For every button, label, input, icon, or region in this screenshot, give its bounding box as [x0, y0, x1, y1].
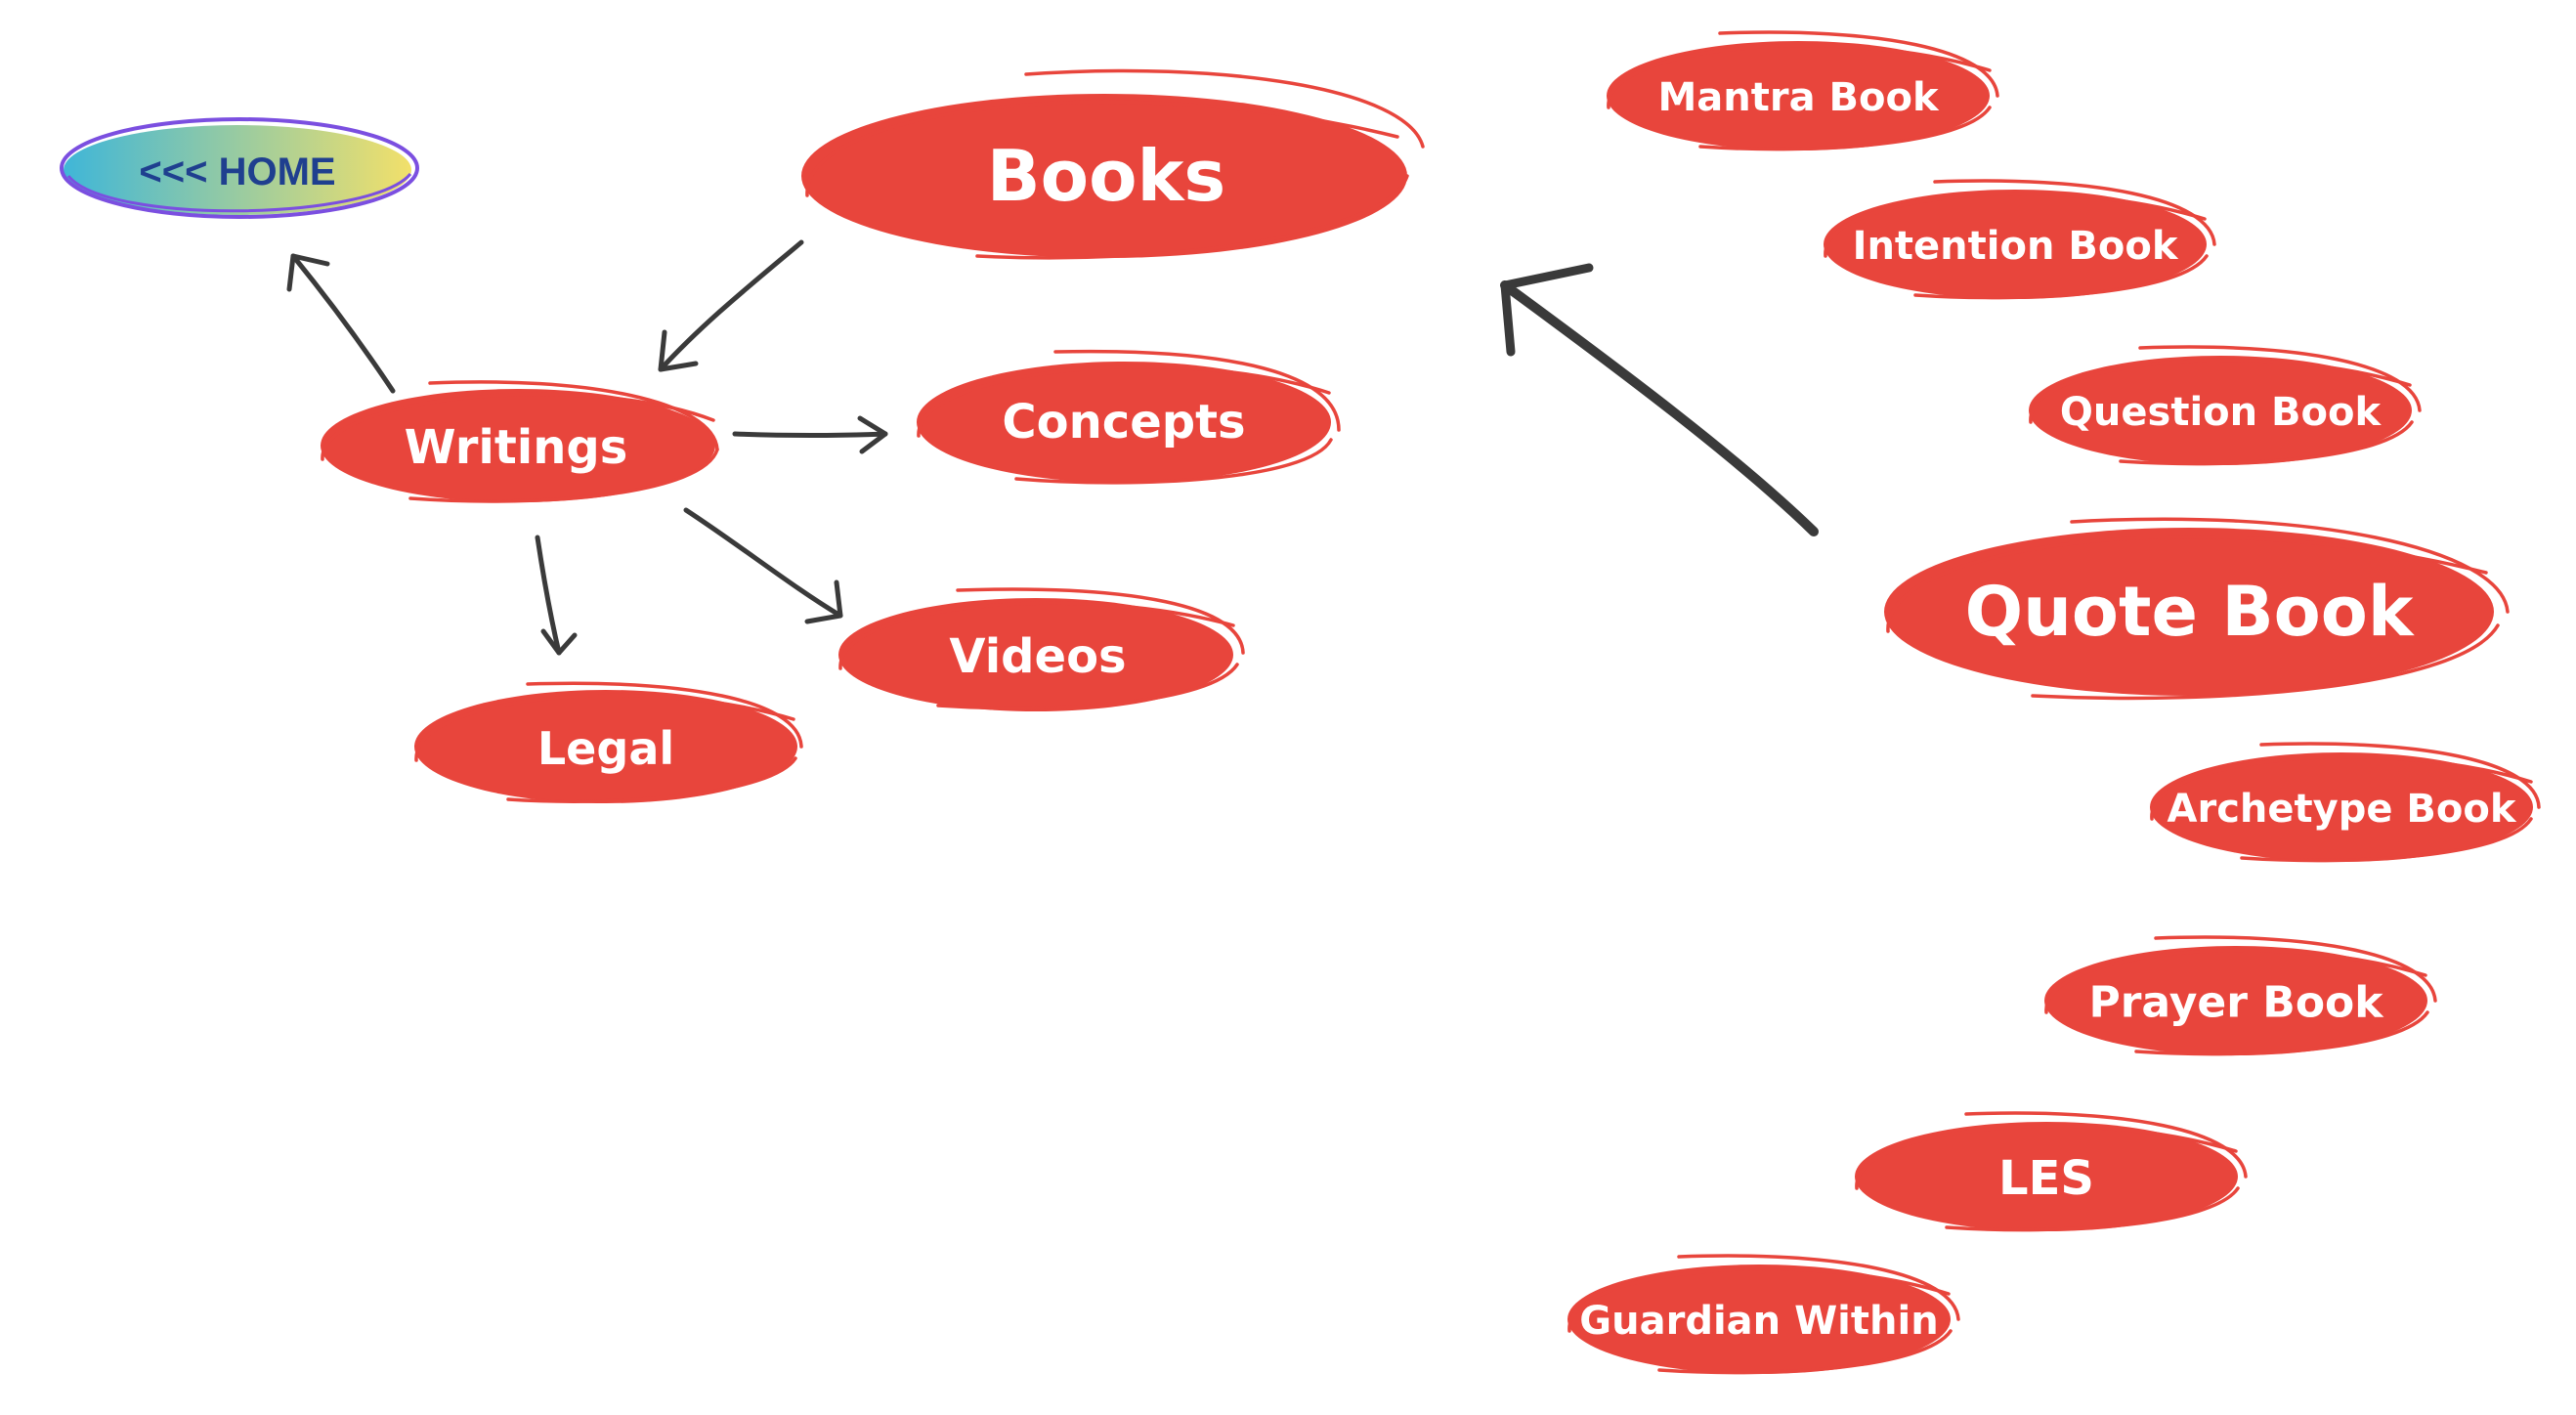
arrow-writings-to-videos — [683, 507, 843, 624]
node-writings[interactable]: Writings — [321, 380, 719, 503]
arrow-writings-to-legal — [535, 535, 578, 656]
node-guardian-within[interactable]: Guardian Within — [1567, 1254, 1960, 1375]
node-intention-book-label: Intention Book — [1853, 224, 2179, 269]
node-quote-book[interactable]: Quote Book — [1884, 517, 2510, 701]
node-prayer-book-label: Prayer Book — [2088, 978, 2384, 1028]
node-quote-book-label: Quote Book — [1965, 572, 2415, 652]
node-legal[interactable]: Legal — [414, 681, 803, 803]
node-mantra-book[interactable]: Mantra Book — [1607, 30, 1999, 151]
node-les-label: LES — [1998, 1151, 2094, 1206]
node-videos[interactable]: Videos — [838, 587, 1245, 711]
arrow-writings-to-concepts — [732, 415, 888, 454]
node-prayer-book[interactable]: Prayer Book — [2044, 935, 2437, 1056]
node-les[interactable]: LES — [1855, 1111, 2248, 1232]
node-archetype-book-label: Archetype Book — [2168, 787, 2517, 832]
home-label: <<< HOME — [139, 150, 335, 193]
node-videos-label: Videos — [949, 629, 1126, 684]
node-question-book[interactable]: Question Book — [2029, 345, 2422, 466]
node-intention-book[interactable]: Intention Book — [1824, 179, 2216, 300]
node-legal-label: Legal — [537, 722, 674, 775]
arrow-books-to-writings — [658, 239, 804, 372]
node-concepts[interactable]: Concepts — [917, 349, 1341, 485]
home-button[interactable]: <<< HOME — [60, 117, 419, 219]
node-books[interactable]: Books — [801, 68, 1425, 260]
node-concepts-label: Concepts — [1002, 395, 1245, 450]
node-guardian-within-label: Guardian Within — [1579, 1299, 1938, 1344]
node-mantra-book-label: Mantra Book — [1657, 75, 1939, 120]
arrow-quote-to-books — [1500, 263, 1819, 536]
node-question-book-label: Question Book — [2060, 390, 2383, 435]
arrow-writings-to-home — [286, 253, 396, 394]
node-archetype-book[interactable]: Archetype Book — [2150, 742, 2541, 863]
node-writings-label: Writings — [405, 420, 628, 475]
node-books-label: Books — [987, 135, 1226, 217]
